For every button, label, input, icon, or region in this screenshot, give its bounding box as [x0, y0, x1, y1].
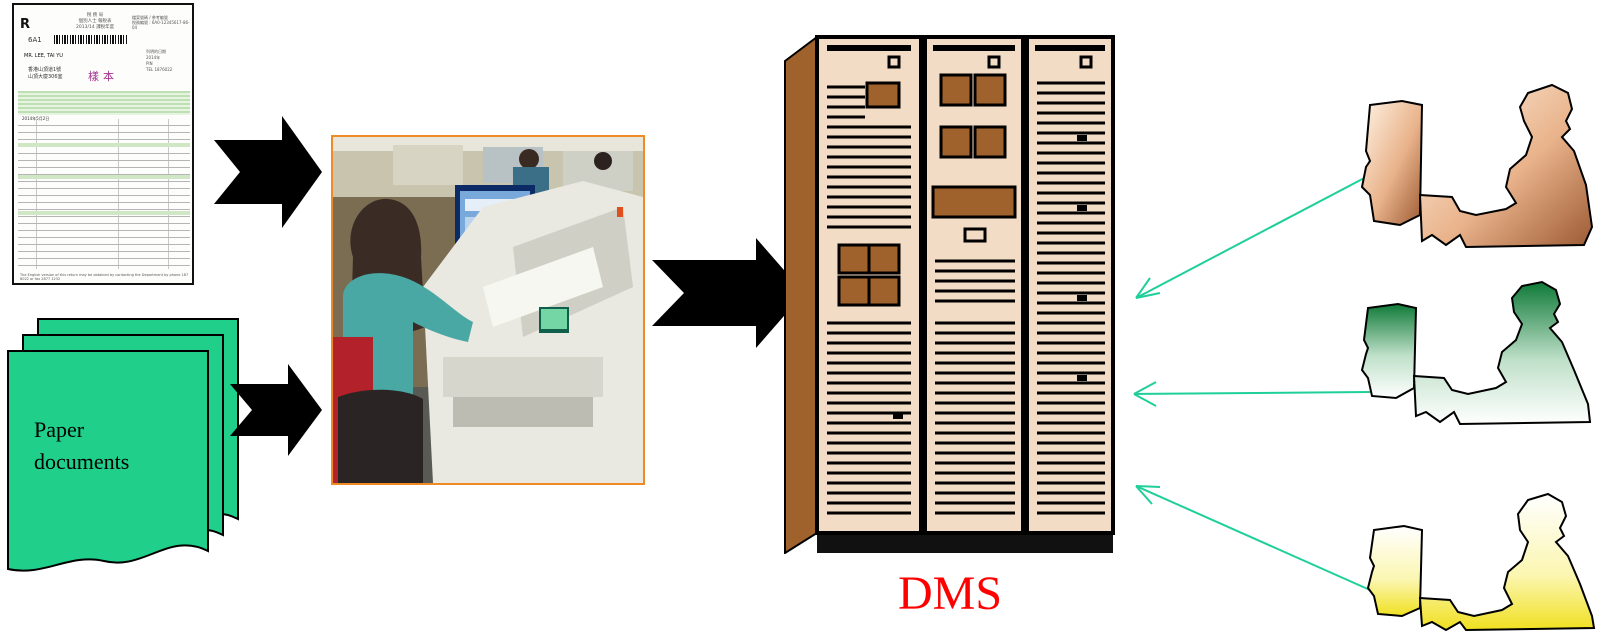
- barcode: [54, 35, 128, 44]
- taxpayer-name: MR. LEE, TAI YU: [24, 53, 63, 59]
- form-code: 6A1: [28, 36, 42, 44]
- form-logo: R: [20, 17, 31, 32]
- form-document-icon: R 稅 務 局 個別人士 報稅表 2013/14 課稅年度 檔案號碼 / 參考編…: [12, 3, 194, 285]
- cabinet-bay: [923, 35, 1025, 535]
- form-section-bar: [18, 143, 190, 147]
- form-side-info: 列明的日期 2014年 PIN TEL 1876022: [146, 49, 173, 72]
- cabinet-bay: [1025, 35, 1115, 535]
- form-footer: The English version of this return may b…: [20, 273, 189, 281]
- form-section-bar: [18, 175, 190, 179]
- form-header-right: 檔案號碼 / 參考編號 稅務編號 : 6A0-12345617-86-04: [132, 15, 190, 30]
- taxpayer-address: 香港山頂道1號 山頂大廈306室: [28, 67, 63, 80]
- scanner-photo: [331, 135, 645, 485]
- computer-user-icon: [1360, 83, 1594, 249]
- dms-label: DMS: [898, 567, 1003, 620]
- paper-stack-icon: [7, 318, 239, 572]
- connector-arrow: [1135, 174, 1371, 299]
- paper-documents-label: Paper documents: [34, 417, 130, 474]
- computer-user-icon: [1360, 280, 1592, 426]
- form-header: 稅 務 局 個別人士 報稅表 2013/14 課稅年度: [76, 13, 115, 30]
- form-table: [18, 119, 190, 269]
- form-date: 2014年5月2日: [22, 116, 49, 122]
- arrow-right-icon: [230, 364, 322, 456]
- arrow-right-icon: [214, 116, 322, 228]
- connector-arrow: [1133, 391, 1371, 395]
- computer-user-icon: [1366, 492, 1596, 631]
- form-section-bar: [18, 211, 190, 215]
- server-cabinet-icon: [784, 35, 1115, 554]
- arrow-right-icon: [652, 238, 804, 348]
- connector-arrows: [1133, 174, 1371, 591]
- connector-arrow: [1135, 485, 1371, 591]
- form-notice: [18, 91, 190, 115]
- sample-stamp: 樣本: [88, 70, 118, 83]
